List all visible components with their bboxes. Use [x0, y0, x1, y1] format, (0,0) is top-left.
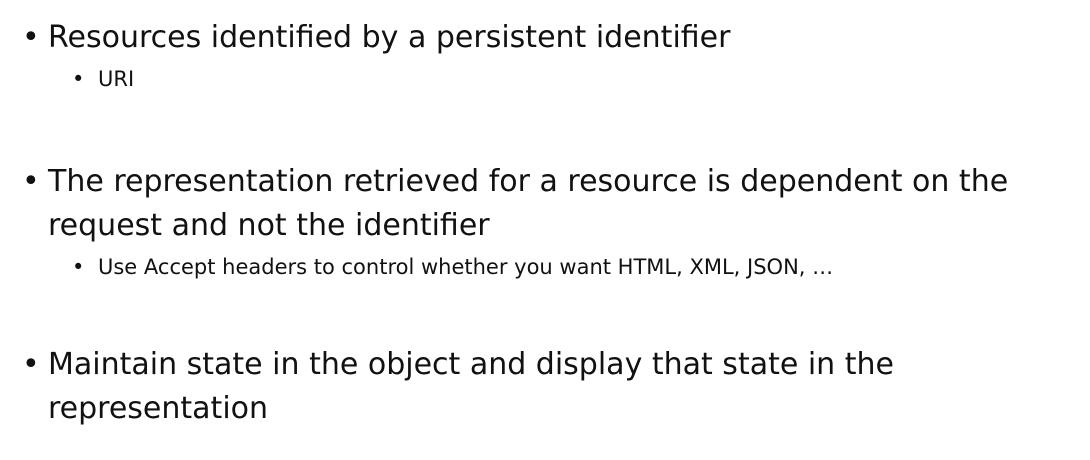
sub-bullet-dot: •: [72, 255, 85, 279]
sub-bullet-text: Use Accept headers to control whether yo…: [98, 255, 834, 279]
bullet-level-2: • Use Accept headers to control whether …: [72, 250, 1072, 284]
bullet-text: Maintain state in the object and display…: [48, 347, 894, 426]
bullet-text: The representation retrieved for a resou…: [48, 164, 1009, 243]
sub-bullet-dot: •: [72, 67, 85, 91]
bullet-text: Resources identified by a persistent ide…: [48, 20, 731, 55]
bullet-maintain-state: • Maintain state in the object and displ…: [22, 343, 1072, 431]
bullet-level-1: • Maintain state in the object and displ…: [22, 343, 1072, 431]
bullet-level-1: • Resources identified by a persistent i…: [22, 16, 1072, 60]
bullet-dot: •: [22, 164, 40, 199]
bullet-representation-retrieved: • The representation retrieved for a res…: [22, 160, 1072, 284]
bullet-dot: •: [22, 20, 40, 55]
bullet-resources-identified: • Resources identified by a persistent i…: [22, 16, 1072, 96]
bullet-level-2: • URI: [72, 62, 1072, 96]
bullet-level-1: • The representation retrieved for a res…: [22, 160, 1072, 248]
bullet-dot: •: [22, 347, 40, 382]
sub-bullet-text: URI: [98, 67, 135, 91]
